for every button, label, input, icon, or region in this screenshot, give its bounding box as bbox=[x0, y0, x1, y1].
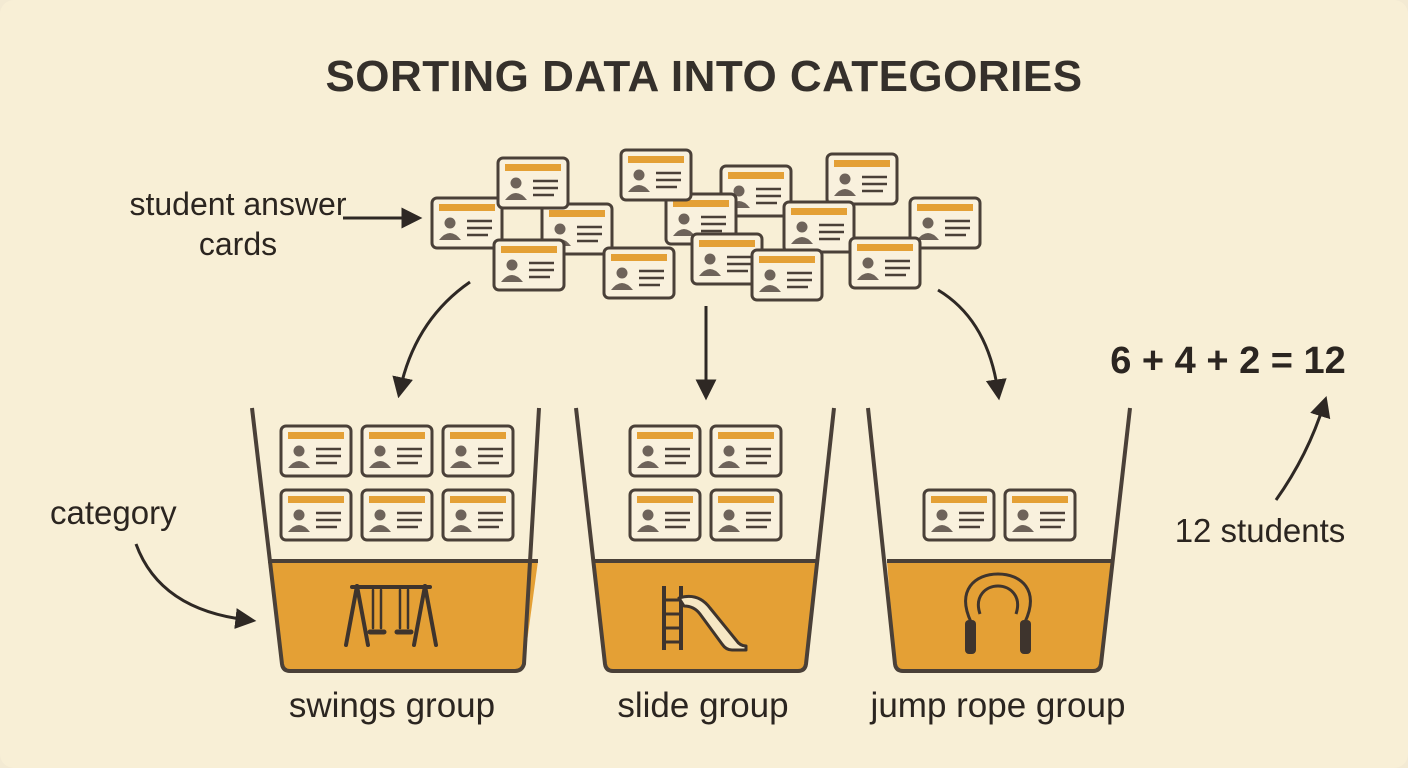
swings-card-stack bbox=[279, 424, 515, 542]
answer-card bbox=[922, 488, 996, 542]
answer-card bbox=[360, 488, 434, 542]
swings-group-label: swings group bbox=[288, 686, 496, 725]
answer-card bbox=[496, 156, 570, 210]
swing-set-icon bbox=[344, 584, 438, 647]
answer-card bbox=[825, 152, 899, 206]
jump-rope-bucket bbox=[866, 407, 1132, 673]
answer-card bbox=[709, 424, 783, 478]
diagram-title: SORTING DATA INTO CATEGORIES bbox=[325, 52, 1083, 101]
answer-card bbox=[1003, 488, 1077, 542]
student-cards-label: student answer cards bbox=[129, 186, 347, 262]
arrow-to-category bbox=[134, 543, 257, 630]
slide-group-label: slide group bbox=[617, 686, 789, 725]
jump-rope-icon bbox=[964, 572, 1032, 654]
answer-card bbox=[628, 488, 702, 542]
total-students-label: 12 students bbox=[1174, 512, 1346, 549]
category-label: category bbox=[50, 494, 177, 531]
slide-card-stack bbox=[628, 424, 783, 542]
answer-card bbox=[848, 236, 922, 290]
answer-card bbox=[492, 238, 566, 292]
arrow-to-equation bbox=[1274, 395, 1331, 501]
answer-card bbox=[441, 488, 515, 542]
arrow-to-swings bbox=[392, 280, 471, 399]
student-card-pile bbox=[430, 148, 982, 302]
jump-rope-group-label: jump rope group bbox=[870, 686, 1126, 725]
answer-card bbox=[279, 424, 353, 478]
answer-card bbox=[360, 424, 434, 478]
answer-card bbox=[782, 200, 856, 254]
arrow-to-jump-rope bbox=[937, 288, 1007, 401]
answer-card bbox=[279, 488, 353, 542]
slide-icon bbox=[662, 586, 748, 652]
swings-bucket bbox=[250, 407, 541, 673]
jump-rope-card-stack bbox=[922, 488, 1077, 542]
answer-card bbox=[628, 424, 702, 478]
slide-bucket bbox=[574, 407, 836, 673]
answer-card bbox=[441, 424, 515, 478]
answer-card bbox=[619, 148, 693, 202]
sum-equation: 6 + 4 + 2 = 12 bbox=[1110, 340, 1346, 382]
answer-card bbox=[602, 246, 676, 300]
answer-card bbox=[709, 488, 783, 542]
answer-card bbox=[750, 248, 824, 302]
answer-card bbox=[430, 196, 504, 250]
